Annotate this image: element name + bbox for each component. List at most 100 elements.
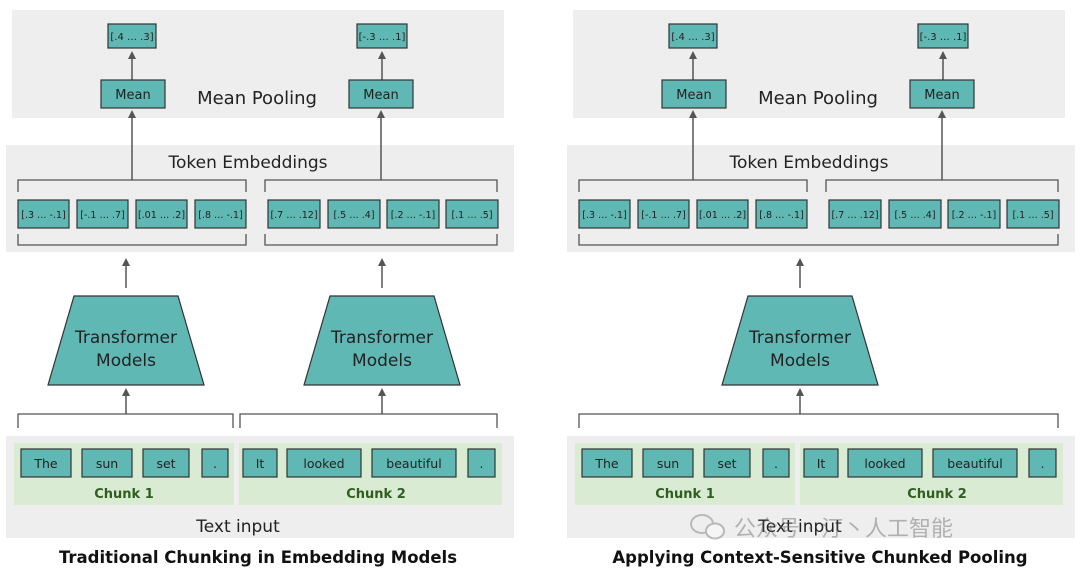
embeddings-top-bracket [264, 179, 498, 192]
token-embedding-box [194, 199, 247, 229]
mean-pooling-panel [573, 10, 1065, 118]
token-embedding-text: [.2 … -.1] [391, 210, 436, 221]
token-embedding-text: [.5 … .4] [894, 210, 935, 221]
token-box [932, 448, 1018, 478]
mean-box [661, 79, 727, 109]
token-embedding-text: [.7 … .12] [831, 210, 878, 221]
mean-box-label: Mean [924, 88, 959, 103]
output-vector-text: [-.3 … .1] [359, 32, 406, 43]
chunk-label: Chunk 2 [346, 487, 406, 502]
token-box [242, 448, 278, 478]
token-text: . [1041, 456, 1045, 471]
token-embedding-box [888, 199, 942, 229]
token-text: beautiful [947, 456, 1002, 471]
token-embedding-text: [.3 … -.1] [21, 210, 66, 221]
output-vector-text: [.4 … .3] [671, 32, 714, 43]
token-embedding-box [947, 199, 1001, 229]
token-embedding-box [17, 199, 70, 229]
diagram-context-sensitive: Mean Pooling Token Embeddings Text input… [567, 10, 1075, 567]
transformer-model-label: Models [96, 351, 156, 371]
token-box [703, 448, 751, 478]
output-vector-box [107, 23, 157, 49]
input-bracket [17, 413, 234, 428]
mean-box-label: Mean [676, 88, 711, 103]
token-embeddings-panel [6, 145, 514, 252]
mean-pooling-panel [12, 10, 504, 118]
input-bracket [578, 413, 1059, 428]
token-embedding-box [828, 199, 882, 229]
token-text: The [594, 456, 619, 471]
token-embedding-text: [.3 … -.1] [582, 210, 627, 221]
token-text: . [213, 456, 217, 471]
token-text: set [156, 456, 175, 471]
token-box [581, 448, 633, 478]
watermark-text: 公众号 · 汀丶人工智能 [734, 517, 953, 542]
token-embedding-text: [.1 … .5] [451, 210, 492, 221]
token-box [642, 448, 694, 478]
mean-box-label: Mean [115, 88, 150, 103]
text-input-label: Text input [195, 517, 280, 537]
token-embedding-text: [.8 … -.1] [198, 210, 243, 221]
token-text: looked [303, 456, 344, 471]
token-box [803, 448, 839, 478]
token-text: looked [864, 456, 905, 471]
output-vector-box [668, 23, 718, 49]
token-embedding-text: [.5 … .4] [333, 210, 374, 221]
token-embedding-text: [.01 … .2] [699, 210, 746, 221]
mean-box [909, 79, 975, 109]
mean-box-label: Mean [363, 88, 398, 103]
mean-box [100, 79, 166, 109]
diagram-caption: Traditional Chunking in Embedding Models [59, 548, 457, 567]
transformer-model-shape [303, 295, 461, 386]
token-embedding-box [76, 199, 129, 229]
token-text: It [817, 456, 826, 471]
token-box [142, 448, 190, 478]
token-embedding-box [696, 199, 749, 229]
output-vector-text: [-.3 … .1] [920, 32, 967, 43]
wechat-icon [690, 514, 725, 540]
watermark: 公众号 · 汀丶人工智能 [690, 514, 953, 542]
token-embedding-box [1006, 199, 1060, 229]
embeddings-bottom-bracket [264, 234, 498, 246]
token-box [201, 448, 229, 478]
embeddings-bottom-bracket [17, 234, 247, 246]
token-text: . [774, 456, 778, 471]
token-embedding-box [327, 199, 381, 229]
token-embedding-text: [.8 … -.1] [759, 210, 804, 221]
token-embedding-box [135, 199, 188, 229]
token-box [847, 448, 923, 478]
token-embedding-box [755, 199, 808, 229]
transformer-model-label: Models [770, 351, 830, 371]
output-vector-box [356, 23, 408, 49]
token-embedding-box [386, 199, 440, 229]
chunk-label: Chunk 1 [655, 487, 715, 502]
mean-pooling-label: Mean Pooling [758, 88, 878, 109]
embeddings-top-bracket [825, 179, 1059, 192]
text-input-label: Text input [757, 517, 842, 537]
token-embedding-box [578, 199, 631, 229]
token-embedding-text: [.2 … -.1] [952, 210, 997, 221]
transformer-model-shape [47, 295, 205, 386]
diagram-traditional: Mean Pooling Token Embeddings Text input… [6, 10, 514, 567]
embeddings-bottom-bracket [578, 234, 1059, 246]
transformer-model-shape [721, 295, 879, 386]
diagram-caption: Applying Context-Sensitive Chunked Pooli… [612, 548, 1027, 567]
token-embedding-text: [-.1 … .7] [641, 210, 686, 221]
output-vector-box [917, 23, 969, 49]
token-embedding-text: [-.1 … .7] [80, 210, 125, 221]
token-embedding-text: [.1 … .5] [1012, 210, 1053, 221]
token-box [762, 448, 790, 478]
token-box [371, 448, 457, 478]
token-text: The [33, 456, 58, 471]
transformer-model-label: Models [352, 351, 412, 371]
transformer-model-label: Transformer [748, 328, 851, 348]
chunk-label: Chunk 2 [907, 487, 967, 502]
token-box [1028, 448, 1057, 478]
token-text: sun [96, 456, 118, 471]
token-box [20, 448, 72, 478]
token-embedding-text: [.7 … .12] [270, 210, 317, 221]
token-text: sun [657, 456, 679, 471]
input-bracket [239, 413, 498, 428]
token-embedding-box [445, 199, 499, 229]
token-embedding-box [267, 199, 321, 229]
